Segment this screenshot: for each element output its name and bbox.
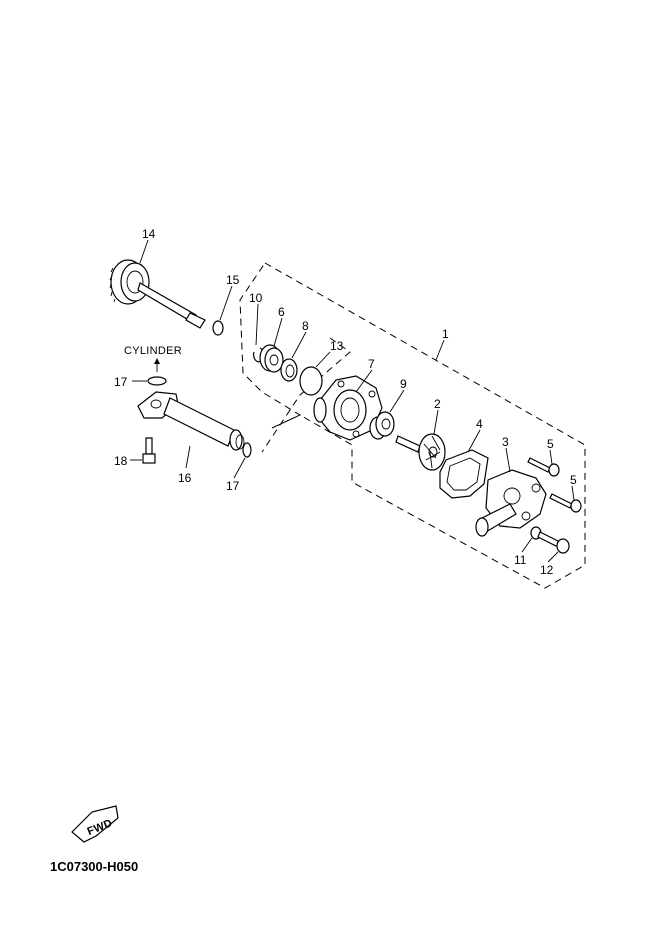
callout-11: 11 <box>514 553 527 567</box>
impeller-2 <box>395 433 446 471</box>
washer-15 <box>212 320 224 336</box>
bolt-5a <box>527 457 560 477</box>
assembly-1-outline <box>239 262 586 589</box>
callout-17a: 17 <box>114 375 128 389</box>
fwd-arrow <box>71 805 119 843</box>
callout-7: 7 <box>368 357 375 371</box>
diagram-code: 1C07300-H050 <box>50 859 139 874</box>
callout-3: 3 <box>502 435 509 449</box>
mechanical-seal-9 <box>369 411 395 440</box>
cylinder-label: CYLINDER <box>124 345 182 357</box>
callout-5a: 5 <box>547 437 554 451</box>
callout-8: 8 <box>302 319 309 333</box>
gasket-4 <box>439 449 489 499</box>
callout-18: 18 <box>114 454 128 468</box>
oil-seal-8 <box>280 358 298 382</box>
callout-2: 2 <box>434 397 441 411</box>
callout-9: 9 <box>400 377 407 391</box>
callout-16: 16 <box>178 471 192 485</box>
water-pipe-16 <box>137 391 245 451</box>
callout-10: 10 <box>249 291 263 305</box>
pump-shaft-gear <box>109 259 206 329</box>
callout-5b: 5 <box>570 473 577 487</box>
bolt-12 <box>537 531 570 554</box>
o-ring-17a <box>147 376 167 386</box>
callout-1: 1 <box>442 327 449 341</box>
callout-6: 6 <box>278 305 285 319</box>
pump-cover-3 <box>475 469 547 537</box>
leader-lines <box>130 239 575 563</box>
callout-12: 12 <box>540 563 554 577</box>
callout-17b: 17 <box>226 479 240 493</box>
bolt-5b <box>549 493 582 513</box>
o-ring-17b <box>242 442 252 458</box>
callout-15: 15 <box>226 273 240 287</box>
bolt-18 <box>142 437 156 464</box>
callout-13: 13 <box>330 339 344 353</box>
callout-4: 4 <box>476 417 483 431</box>
o-ring-13 <box>299 366 323 396</box>
subassembly-outline <box>261 337 351 453</box>
bearing-6 <box>259 344 284 373</box>
callout-14: 14 <box>142 227 156 241</box>
pump-housing-7 <box>313 375 383 441</box>
